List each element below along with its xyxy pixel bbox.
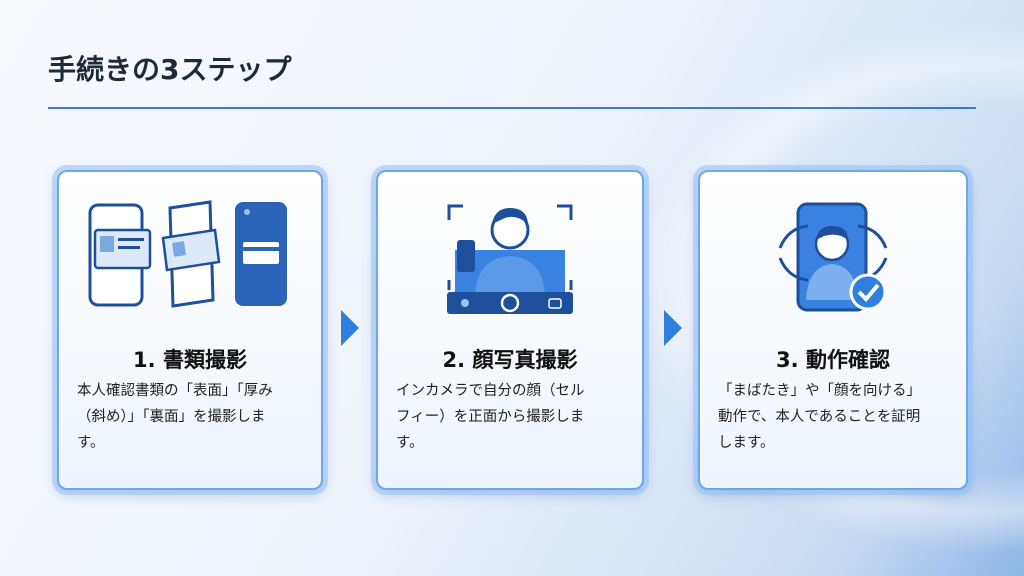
description-line: （斜め）」「裏面」を撮影しま xyxy=(77,409,266,425)
description-line: す。 xyxy=(396,435,424,451)
description-line: 動作で、本人であることを証明 xyxy=(718,409,921,425)
description-line: 本人確認書類の「表面」「厚み xyxy=(77,383,273,399)
description-line: フィー）を正面から撮影しま xyxy=(396,409,585,425)
step-heading: 1. 書類撮影 xyxy=(133,348,247,372)
step-description: インカメラで自分の顔（セル フィー）を正面から撮影しま す。 xyxy=(396,378,628,456)
description-line: 「まばたき」や「顔を向ける」 xyxy=(718,383,921,399)
selfie-camera-icon xyxy=(378,200,642,320)
face-verify-check-icon xyxy=(700,200,966,320)
step-card-1: 1. 書類撮影 本人確認書類の「表面」「厚み （斜め）」「裏面」を撮影しま す。 xyxy=(57,170,323,490)
description-line: インカメラで自分の顔（セル xyxy=(396,383,585,399)
step-card-2: 2. 顔写真撮影 インカメラで自分の顔（セル フィー）を正面から撮影しま す。 xyxy=(376,170,644,490)
title-divider xyxy=(48,107,976,109)
step-description: 「まばたき」や「顔を向ける」 動作で、本人であることを証明 します。 xyxy=(718,378,952,456)
step-heading: 2. 顔写真撮影 xyxy=(442,348,578,372)
step-arrow-icon xyxy=(341,310,359,346)
step-card-3: 3. 動作確認 「まばたき」や「顔を向ける」 動作で、本人であることを証明 しま… xyxy=(698,170,968,490)
description-line: します。 xyxy=(718,435,775,451)
step-arrow-icon xyxy=(664,310,682,346)
description-line: す。 xyxy=(77,435,105,451)
step-description: 本人確認書類の「表面」「厚み （斜め）」「裏面」を撮影しま す。 xyxy=(77,378,307,456)
id-card-phones-icon xyxy=(59,200,321,320)
step-heading: 3. 動作確認 xyxy=(776,348,890,372)
page-title: 手続きの3ステップ xyxy=(48,53,292,86)
